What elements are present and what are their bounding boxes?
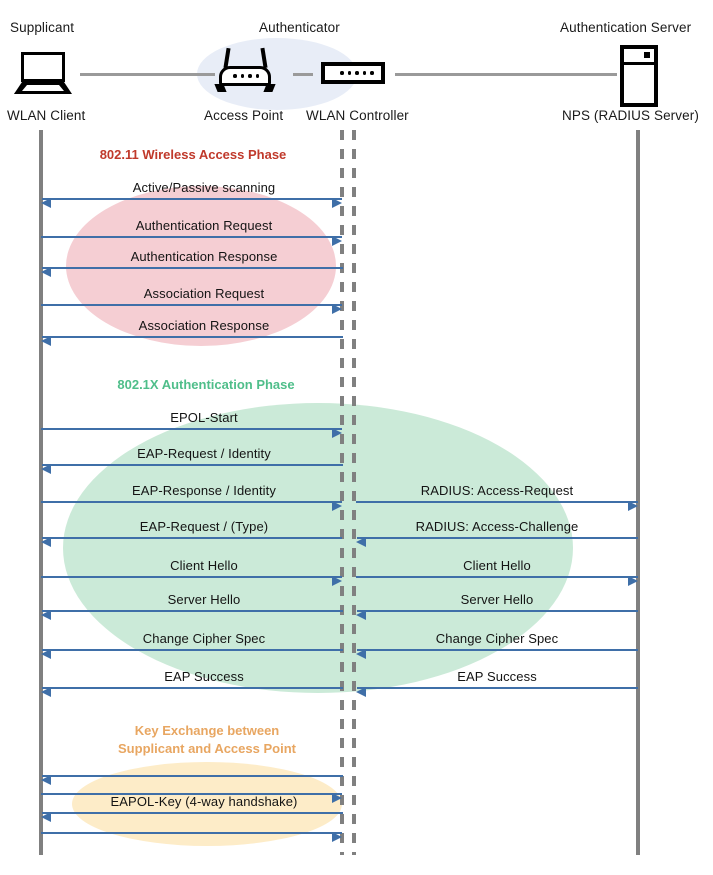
link-client-to-ap: [80, 73, 215, 76]
message-label: EAP Success: [457, 669, 537, 684]
message-label: Change Cipher Spec: [142, 631, 266, 646]
actor-device-wlan-controller: WLAN Controller: [306, 108, 409, 123]
phase-title-8021x: 802.1X Authentication Phase: [117, 377, 295, 392]
lifeline-supplicant: [39, 130, 43, 855]
lifeline-auth-server: [636, 130, 640, 855]
message-label: Active/Passive scanning: [132, 180, 276, 195]
message-label: Server Hello: [460, 592, 534, 607]
message-label: Association Response: [138, 318, 270, 333]
link-controller-to-server: [395, 73, 617, 76]
phase-title-80211: 802.11 Wireless Access Phase: [99, 147, 287, 162]
message-label: EAPOL-Key (4-way handshake): [110, 794, 298, 809]
phase-highlight-8021x: [63, 403, 573, 693]
network-switch-icon: [321, 62, 385, 84]
message-label: Authentication Request: [135, 218, 273, 233]
wireless-access-point-icon: [214, 47, 276, 94]
message-label: RADIUS: Access-Challenge: [415, 519, 579, 534]
message-label: EAP-Request / (Type): [139, 519, 269, 534]
lifeline-wlan-controller: [352, 130, 356, 855]
phase-title-key-exchange: Key Exchange between Supplicant and Acce…: [118, 723, 296, 756]
message-label: Server Hello: [167, 592, 241, 607]
phase-highlight-80211: [66, 186, 336, 346]
actor-device-wlan-client: WLAN Client: [7, 108, 86, 123]
message-label: Change Cipher Spec: [435, 631, 559, 646]
message-label: RADIUS: Access-Request: [420, 483, 574, 498]
link-ap-to-controller: [293, 73, 313, 76]
server-icon: [620, 45, 658, 107]
message-label: Client Hello: [463, 558, 531, 573]
message-label: EAP-Response / Identity: [132, 483, 276, 498]
message-label: Association Request: [143, 286, 265, 301]
actor-role-authentication-server: Authentication Server: [560, 20, 692, 35]
message-label: EPOL-Start: [170, 410, 238, 425]
actor-role-authenticator: Authenticator: [259, 20, 340, 35]
actor-device-access-point: Access Point: [204, 108, 284, 123]
message-label: EAP-Request / Identity: [137, 446, 271, 461]
message-label: EAP Success: [164, 669, 244, 684]
lifeline-access-point: [340, 130, 344, 855]
laptop-icon: [14, 52, 72, 96]
message-label: Client Hello: [170, 558, 238, 573]
actor-role-supplicant: Supplicant: [10, 20, 75, 35]
message-label: Authentication Response: [130, 249, 278, 264]
actor-device-nps-radius-server: NPS (RADIUS Server): [562, 108, 699, 123]
